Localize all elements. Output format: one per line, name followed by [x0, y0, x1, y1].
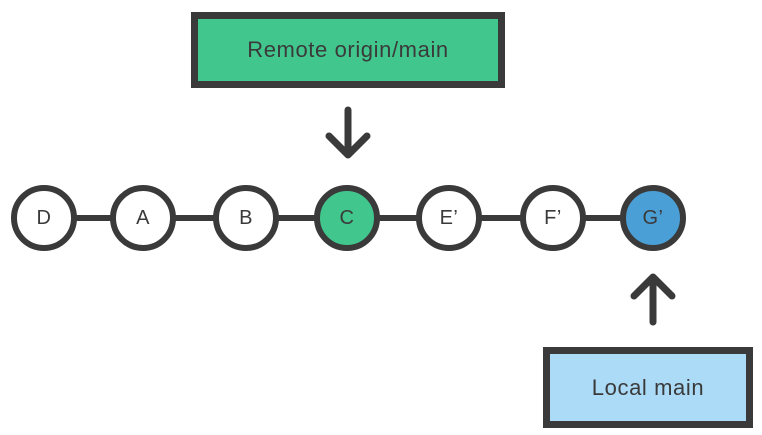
commit-node-c-remote-head: C: [314, 185, 380, 251]
commit-label: E’: [439, 206, 459, 229]
commit-label: F’: [544, 206, 562, 229]
commit-label: C: [339, 206, 355, 229]
commit-label: B: [239, 206, 253, 229]
commit-node-d: D: [11, 185, 77, 251]
commit-label: A: [136, 206, 150, 229]
commit-node-g-prime-local-head: G’: [620, 185, 686, 251]
commit-node-f-prime: F’: [520, 185, 586, 251]
commit-node-a: A: [110, 185, 176, 251]
remote-branch-label: Remote origin/main: [247, 37, 449, 62]
commit-label: D: [36, 206, 52, 229]
local-branch-label: Local main: [591, 374, 705, 400]
arrow-down-icon: [325, 106, 371, 159]
commit-node-e-prime: E’: [416, 185, 482, 251]
commit-label: G’: [642, 206, 664, 229]
commit-node-b: B: [213, 185, 279, 251]
local-branch-label-box: Local main: [543, 347, 753, 428]
remote-branch-label-box: Remote origin/main: [191, 12, 505, 88]
arrow-up-icon: [630, 273, 676, 326]
